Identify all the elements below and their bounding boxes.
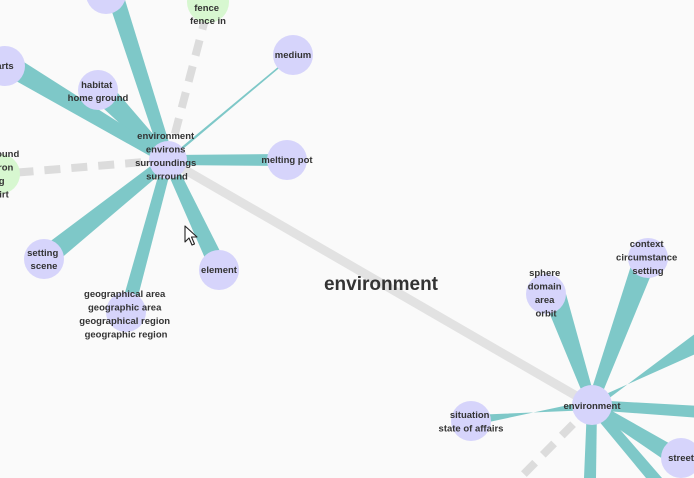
edge-hub1-medium: [164, 52, 296, 165]
label-hub2: environment: [563, 401, 621, 412]
label-sphere: sphere domain area orbit: [528, 268, 564, 320]
edge-hub1-parts: [0, 50, 170, 165]
node-medium[interactable]: [273, 35, 313, 75]
label-street: street: [668, 453, 694, 464]
label-fence: fence fence in: [190, 3, 226, 27]
label-context: context circumstance setting: [616, 239, 680, 277]
node-hub2[interactable]: [572, 385, 612, 425]
node-sphere[interactable]: [526, 274, 566, 314]
edge-hub1-geo: [120, 159, 173, 312]
label-melting-pot: melting pot: [261, 155, 313, 166]
node-fence[interactable]: [187, 0, 229, 23]
edge-hub2-context: [587, 250, 658, 406]
edge-hub2-right: [592, 400, 694, 418]
node-element[interactable]: [199, 250, 239, 290]
node-situation[interactable]: [451, 401, 491, 441]
label-element: element: [201, 265, 238, 276]
label-situation: situation state of affairs: [439, 410, 504, 435]
node-setting[interactable]: [24, 239, 64, 279]
label-left-related: ound ron g irt: [0, 149, 22, 201]
edge-hub1-left-related: [0, 156, 169, 178]
edge-hub2-situation: [470, 400, 592, 426]
node-habitat[interactable]: [78, 70, 118, 110]
edge-hub1-element: [163, 158, 228, 272]
label-hub1: environment environs surroundings surrou…: [135, 131, 199, 183]
edge-hub1-top: [108, 0, 175, 162]
node-left-related[interactable]: [0, 154, 20, 194]
edge-hub2-sphere: [544, 294, 597, 406]
link-edge-environment: [163, 155, 597, 410]
edge-hub1-melting-pot: [167, 154, 287, 166]
label-geo: geographical area geographic area geogra…: [79, 289, 172, 341]
node-street[interactable]: [661, 438, 694, 478]
label-parts: arts: [0, 61, 14, 72]
node-hub1[interactable]: [149, 141, 187, 179]
node-melting-pot[interactable]: [267, 140, 307, 180]
label-habitat: habitat home ground: [68, 80, 129, 104]
edge-hub2-down-right: [588, 402, 662, 478]
cursor-icon: [184, 225, 198, 246]
link-label: environment: [324, 274, 439, 295]
edge-hub1-setting: [36, 156, 172, 266]
label-setting: setting scene: [27, 248, 61, 272]
node-top-synonym[interactable]: [86, 0, 126, 14]
edge-hub2-down-related: [517, 402, 595, 478]
node-geo[interactable]: [106, 292, 146, 332]
node-parts[interactable]: [0, 46, 25, 86]
label-medium: medium: [275, 50, 311, 61]
node-context[interactable]: [628, 238, 668, 278]
